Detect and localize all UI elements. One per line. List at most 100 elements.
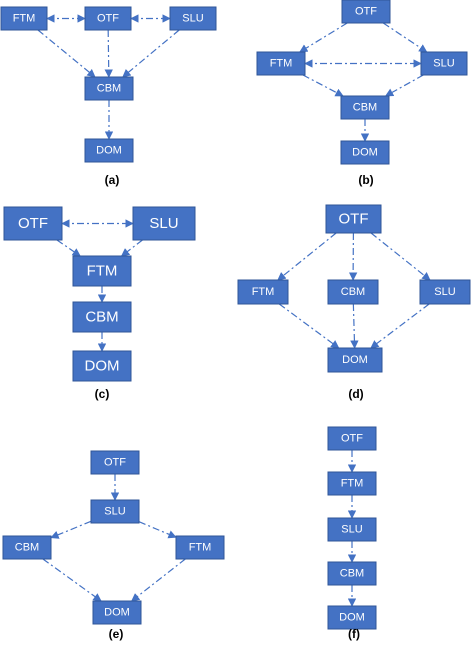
node-c-cbm: CBM — [72, 301, 132, 333]
node-label: DOM — [342, 354, 368, 366]
node-box — [90, 450, 140, 475]
node-e-dom: DOM — [92, 600, 142, 625]
node-box — [84, 6, 132, 31]
node-a-cbm: CBM — [84, 76, 134, 101]
node-label: SLU — [104, 506, 125, 518]
node-b-otf: OTF — [341, 0, 391, 24]
node-d-ftm: FTM — [237, 279, 289, 305]
node-label: DOM — [85, 358, 120, 375]
caption-f: (f) — [348, 627, 360, 641]
node-box — [237, 279, 289, 305]
edge-d-slu-dom — [370, 303, 430, 349]
caption-d: (d) — [348, 387, 363, 401]
node-label: DOM — [352, 147, 378, 159]
node-label: SLU — [341, 524, 362, 536]
caption-b: (b) — [358, 173, 373, 187]
node-f-dom: DOM — [327, 605, 377, 630]
caption-a: (a) — [105, 173, 120, 187]
node-box — [419, 279, 471, 305]
node-box — [327, 605, 377, 630]
node-box — [84, 138, 134, 163]
edge-d-ftm-dom — [278, 303, 340, 349]
node-label: FTM — [13, 13, 36, 25]
node-a-slu: SLU — [169, 6, 217, 31]
node-b-cbm: CBM — [340, 95, 390, 120]
node-label: FTM — [341, 478, 364, 490]
node-e-ftm: FTM — [175, 535, 225, 560]
node-d-cbm: CBM — [327, 279, 379, 305]
node-a-otf: OTF — [84, 6, 132, 31]
node-box — [256, 51, 306, 76]
node-label: SLU — [182, 13, 203, 25]
node-box — [72, 255, 132, 287]
node-label: CBM — [97, 83, 121, 95]
node-box — [325, 204, 382, 234]
node-box — [420, 51, 468, 76]
node-f-otf: OTF — [327, 426, 377, 451]
node-label: DOM — [96, 145, 122, 157]
node-box — [0, 6, 48, 31]
node-label: OTF — [339, 211, 369, 228]
node-box — [92, 600, 142, 625]
edge-d-otf-ftm — [277, 232, 337, 281]
edge-c-otf-ftm — [56, 239, 81, 257]
node-a-dom: DOM — [84, 138, 134, 163]
node-d-otf: OTF — [325, 204, 382, 234]
edge-e-slu-ftm — [138, 521, 177, 539]
node-label: DOM — [339, 612, 365, 624]
node-label: DOM — [104, 607, 130, 619]
node-box — [327, 517, 377, 542]
node-box — [340, 95, 390, 120]
node-c-slu: SLU — [132, 206, 196, 241]
node-c-ftm: FTM — [72, 255, 132, 287]
node-b-slu: SLU — [420, 51, 468, 76]
node-label: OTF — [97, 13, 119, 25]
edge-a-slu-cbm — [122, 29, 180, 78]
node-label: CBM — [340, 568, 364, 580]
edge-a-otf-cbm — [104, 29, 113, 78]
node-label: OTF — [355, 6, 377, 18]
node-label: FTM — [270, 58, 293, 70]
node-box — [327, 279, 379, 305]
captions-layer: (a) (b) (c) (d) (e) (f) — [95, 173, 374, 641]
node-f-cbm: CBM — [327, 561, 377, 586]
edge-b-slu-cbm — [384, 74, 424, 97]
node-label: SLU — [434, 286, 455, 298]
node-box — [327, 347, 383, 373]
node-label: OTF — [18, 215, 48, 232]
edges-layer — [37, 14, 431, 607]
node-label: SLU — [433, 58, 454, 70]
node-box — [327, 471, 377, 496]
node-box — [169, 6, 217, 31]
node-b-ftm: FTM — [256, 51, 306, 76]
edge-a-ftm-cbm — [37, 29, 96, 78]
node-box — [72, 350, 132, 382]
node-label: CBM — [353, 102, 377, 114]
edge-b-otf-ftm — [299, 22, 348, 53]
node-label: FTM — [87, 263, 118, 280]
node-label: CBM — [85, 309, 118, 326]
node-b-dom: DOM — [340, 140, 390, 165]
node-box — [2, 535, 52, 560]
node-c-dom: DOM — [72, 350, 132, 382]
node-c-otf: OTF — [3, 206, 63, 241]
caption-c: (c) — [95, 387, 110, 401]
nodes-layer: FTM OTF SLU CBM DOM OTF FTM SLU CBM DOM OTF SLU FTM C… — [0, 0, 471, 630]
node-d-dom: DOM — [327, 347, 383, 373]
edge-e-cbm-dom — [42, 558, 102, 602]
edge-e-slu-cbm — [50, 520, 92, 539]
node-box — [175, 535, 225, 560]
edge-b-ftm-cbm — [302, 74, 344, 97]
node-label: OTF — [104, 457, 126, 469]
node-e-cbm: CBM — [2, 535, 52, 560]
node-f-ftm: FTM — [327, 471, 377, 496]
node-e-otf: OTF — [90, 450, 140, 475]
edge-e-ftm-dom — [131, 558, 186, 602]
node-box — [341, 0, 391, 24]
node-box — [327, 426, 377, 451]
edge-b-otf-slu — [382, 22, 428, 53]
caption-e: (e) — [109, 627, 124, 641]
node-label: SLU — [149, 215, 178, 232]
node-box — [90, 499, 140, 524]
